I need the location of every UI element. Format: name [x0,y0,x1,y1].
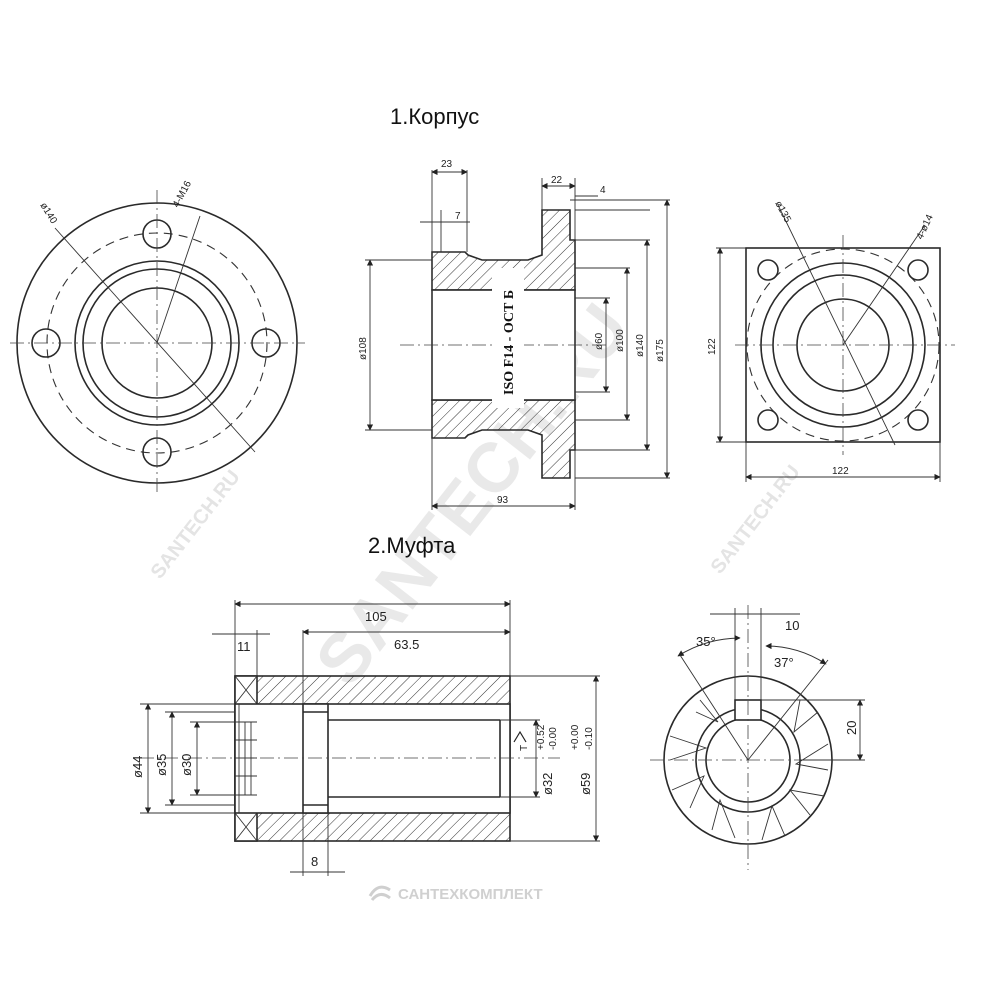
dim-105: 105 [365,609,387,624]
housing-left-view: ø140 4-M16 [10,179,305,495]
angle-35: 35° [696,634,716,649]
stamp-iso: ISO F14 - ОСТ Б [502,290,517,395]
roughness-mark: T [519,745,530,751]
section2-title: 2.Муфта [368,533,456,558]
watermark-small-right: SANTECH.RU [707,461,805,578]
dim-7: 7 [455,211,461,222]
dim-dia-175: ø175 [655,339,666,362]
watermark-small-left: SANTECH.RU [147,466,245,583]
dim-8: 8 [311,854,318,869]
dim-11: 11 [237,639,251,654]
dim-4-m16: 4-M16 [171,179,194,210]
dim-dia-44: ø44 [130,756,145,778]
dim-63-5: 63.5 [394,637,419,652]
dim-dia-135: ø135 [772,199,793,225]
dim-122-height: 122 [707,338,718,355]
dim-4-dia-14: 4-ø14 [915,213,936,242]
dim-dia-30: ø30 [179,754,194,776]
logo-text: САНТЕХКОМПЛЕКТ [398,886,543,903]
tol-59-upper: +0.00 [570,724,581,750]
coupling-section-view: 105 63.5 11 8 ø44 ø35 ø30 ø32 +0.52 -0.0… [130,600,600,876]
dim-dia-108: ø108 [358,337,369,360]
dim-dia-140: ø140 [635,334,646,357]
tol-32-lower: -0.00 [548,727,559,750]
tol-59-lower: -0.10 [584,727,595,750]
dim-23: 23 [441,159,453,170]
dim-dia-32: ø32 [540,773,555,795]
housing-right-view: ø135 4-ø14 122 122 [707,199,955,482]
housing-section-view: ISO F14 - ОСТ Б 23 22 4 7 93 ø108 [358,159,671,510]
dim-dia-59: ø59 [578,773,593,795]
dim-22: 22 [551,175,563,186]
coupling-end-view: 10 20 35° 37° [650,605,865,870]
dim-dia-100: ø100 [615,329,626,352]
dim-dia-35: ø35 [154,754,169,776]
dim-key-10: 10 [785,618,799,633]
logo-mark: САНТЕХКОМПЛЕКТ [368,885,543,903]
tol-32-upper: +0.52 [536,724,547,750]
dim-122-width: 122 [832,466,849,477]
angle-37: 37° [774,655,794,670]
dim-dia-140-left: ø140 [37,201,59,227]
dim-4: 4 [600,185,606,196]
dim-dia-60: ø60 [594,332,605,350]
dim-93: 93 [497,495,509,506]
dim-key-20: 20 [844,721,859,735]
section1-title: 1.Корпус [390,104,479,129]
